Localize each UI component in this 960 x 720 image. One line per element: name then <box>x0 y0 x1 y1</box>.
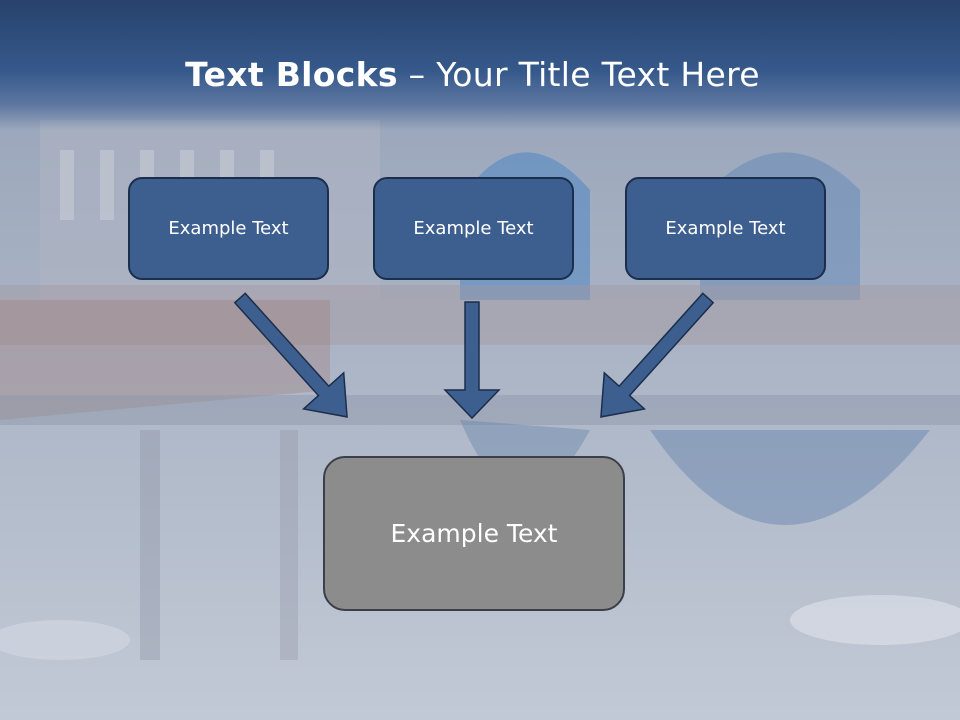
text-block-1-label: Example Text <box>168 218 289 239</box>
arrow-center-icon <box>443 301 501 420</box>
arrow-right-icon <box>600 292 715 418</box>
text-block-center-label: Example Text <box>390 519 558 548</box>
text-block-3-label: Example Text <box>665 218 786 239</box>
text-block-2[interactable]: Example Text <box>373 177 574 280</box>
text-block-1[interactable]: Example Text <box>128 177 329 280</box>
slide-title: Text Blocks – Your Title Text Here <box>0 55 945 94</box>
text-block-center[interactable]: Example Text <box>323 456 625 611</box>
title-bar <box>0 0 960 130</box>
title-rest: Your Title Text Here <box>436 55 760 94</box>
text-block-2-label: Example Text <box>413 218 534 239</box>
title-bold: Text Blocks <box>185 55 398 94</box>
title-separator: – <box>408 55 426 94</box>
text-block-3[interactable]: Example Text <box>625 177 826 280</box>
arrow-left-icon <box>233 292 348 418</box>
